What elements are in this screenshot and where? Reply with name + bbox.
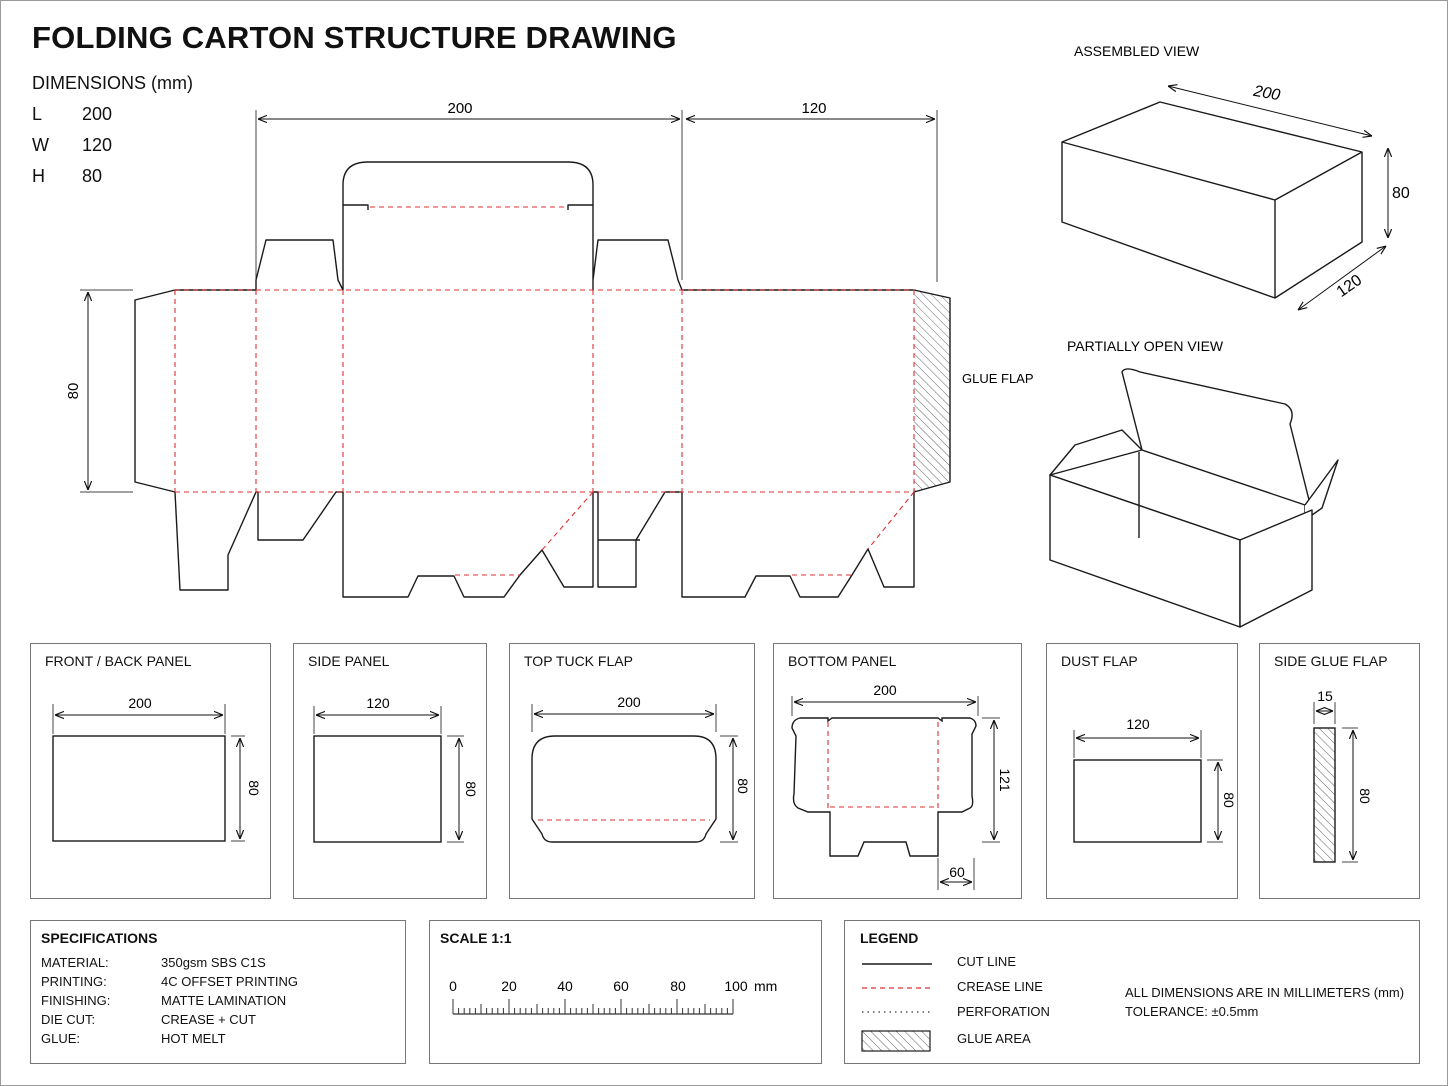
panel-top-tuck-drawing: 200 80 [531, 694, 751, 843]
panel-top-tuck-flap: TOP TUCK FLAP 200 80 [509, 643, 755, 899]
legend-box: LEGEND CUT LINE CREASE LINE PERFORATION … [844, 920, 1420, 1064]
dimension-key: W [32, 135, 49, 155]
dimension-value: 80 [82, 166, 103, 186]
panel-height-label: 80 [735, 778, 751, 794]
panel-height-label: 121 [997, 768, 1013, 792]
panel-extra-label: 60 [949, 864, 965, 880]
glue-flap-label: GLUE FLAP [962, 371, 1034, 386]
glue-flap-hatch [914, 290, 950, 492]
panel-title: DUST FLAP [1061, 653, 1138, 669]
dimensions-heading: DIMENSIONS (mm) [32, 73, 193, 93]
panel-front-back: FRONT / BACK PANEL 200 80 [30, 643, 271, 899]
scale-tick-label: 0 [449, 978, 457, 994]
partial-open-box [1049, 368, 1339, 628]
panel-width-label: 200 [128, 695, 152, 711]
panel-height-label: 80 [246, 780, 262, 796]
specifications-box: SPECIFICATIONS MATERIAL: 350gsm SBS C1S … [30, 920, 406, 1064]
drawing-canvas: 200 120 80 GLUE FLAP ASSEMBLED VIEW [65, 43, 1410, 628]
panel-title: BOTTOM PANEL [788, 653, 897, 669]
panel-dust-flap-drawing: 120 80 [1073, 716, 1237, 843]
spec-value: CREASE + CUT [161, 1012, 256, 1027]
dieline-crease [174, 206, 915, 576]
note-tolerance: TOLERANCE: ±0.5mm [1125, 1004, 1259, 1019]
partial-view-label: PARTIALLY OPEN VIEW [1067, 338, 1224, 354]
spec-key: MATERIAL: [41, 955, 109, 970]
panel-height-label: 80 [1221, 792, 1237, 808]
spec-value: 4C OFFSET PRINTING [161, 974, 298, 989]
scale-title: SCALE 1:1 [440, 930, 512, 946]
dimension-value: 120 [82, 135, 113, 155]
ruler-ticks [452, 999, 734, 1014]
dim-height-label: 80 [65, 383, 82, 400]
assembled-height-label: 80 [1392, 185, 1410, 202]
legend-label-glue: GLUE AREA [957, 1031, 1031, 1046]
panel-width-label: 15 [1317, 688, 1333, 704]
panel-side: SIDE PANEL 120 80 [293, 643, 487, 899]
legend-title: LEGEND [860, 930, 919, 946]
scale-tick-label: 60 [613, 978, 629, 994]
panel-bottom: BOTTOM PANEL 200 121 60 [773, 643, 1022, 899]
scale-box: SCALE 1:1 0 20 40 60 80 100 mm [429, 920, 822, 1064]
spec-value: MATTE LAMINATION [161, 993, 287, 1008]
dieline-cut [134, 161, 951, 598]
spec-key: DIE CUT: [41, 1012, 96, 1027]
spec-value: HOT MELT [161, 1031, 226, 1046]
legend-label-perforation: PERFORATION [957, 1004, 1050, 1019]
panel-width-label: 200 [873, 682, 897, 698]
legend-label-cut: CUT LINE [957, 954, 1016, 969]
legend-swatches [861, 963, 932, 1052]
assembled-dimensions [1168, 86, 1388, 310]
panel-width-label: 120 [366, 695, 390, 711]
dim-width-label: 120 [801, 100, 826, 117]
panel-side-glue-drawing: 15 80 [1313, 688, 1373, 863]
legend-label-crease: CREASE LINE [957, 979, 1043, 994]
dimension-key: L [32, 104, 43, 124]
assembled-view-label: ASSEMBLED VIEW [1074, 43, 1200, 59]
scale-tick-label: 20 [501, 978, 517, 994]
panel-title: FRONT / BACK PANEL [45, 653, 192, 669]
scale-tick-label: 80 [670, 978, 686, 994]
panel-height-label: 80 [463, 781, 479, 797]
panel-title: SIDE GLUE FLAP [1274, 653, 1388, 669]
spec-key: GLUE: [41, 1031, 81, 1046]
dim-length-label: 200 [447, 100, 472, 117]
panel-width-label: 120 [1126, 716, 1150, 732]
panel-height-label: 80 [1357, 788, 1373, 804]
panel-title: TOP TUCK FLAP [524, 653, 633, 669]
page-title: FOLDING CARTON STRUCTURE DRAWING [32, 20, 677, 55]
scale-ruler: 0 20 40 60 80 100 mm [449, 978, 777, 1015]
legend-glue-swatch [861, 1030, 931, 1052]
panel-width-label: 200 [617, 694, 641, 710]
dimension-value: 200 [82, 104, 113, 124]
note-units: ALL DIMENSIONS ARE IN MILLIMETERS (mm) [1125, 985, 1405, 1000]
spec-key: FINISHING: [41, 993, 111, 1008]
panel-dust-flap: DUST FLAP 120 80 [1046, 643, 1238, 899]
spec-key: PRINTING: [41, 974, 107, 989]
scale-unit: mm [754, 978, 777, 994]
spec-value: 350gsm SBS C1S [161, 955, 266, 970]
panel-side-drawing: 120 80 [313, 695, 479, 843]
panel-side-glue-flap: SIDE GLUE FLAP 15 80 [1259, 643, 1420, 899]
assembled-length-label: 200 [1251, 83, 1281, 105]
panel-bottom-drawing: 200 121 60 [791, 682, 1013, 890]
scale-tick-label: 40 [557, 978, 573, 994]
panel-title: SIDE PANEL [308, 653, 390, 669]
dieline-dimensions [80, 110, 938, 493]
specifications-title: SPECIFICATIONS [41, 930, 158, 946]
assembled-box [1061, 101, 1363, 299]
scale-tick-label: 100 [724, 978, 748, 994]
panel-front-back-drawing: 200 80 [52, 695, 262, 842]
assembled-width-label: 120 [1334, 272, 1366, 301]
dimension-key: H [32, 166, 45, 186]
